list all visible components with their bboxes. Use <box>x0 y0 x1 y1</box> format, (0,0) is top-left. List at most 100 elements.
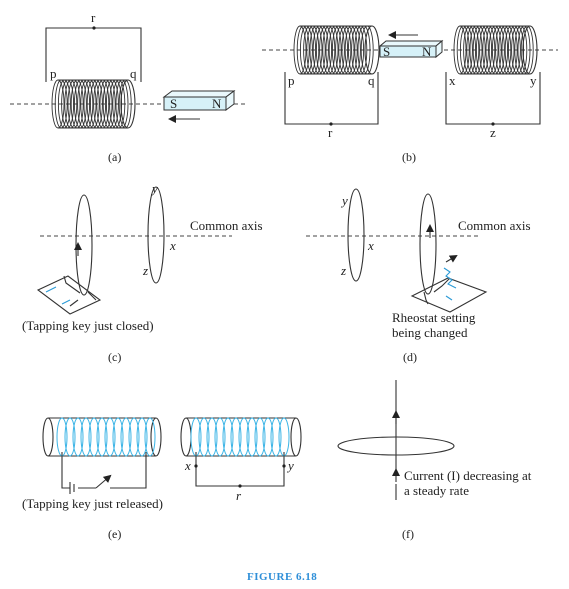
coil-winding <box>86 79 100 129</box>
coil-winding <box>331 25 345 75</box>
panel-d-loop-2 <box>419 193 437 295</box>
panel-d-note-line1: Rheostat setting <box>392 310 476 325</box>
panel-f-note-line1: Current (I) decreasing at <box>404 468 532 483</box>
panel-b-left-circuit <box>284 72 379 125</box>
panel-d-axis-label: Common axis <box>458 218 531 233</box>
panel-e-right-circuit <box>195 452 285 487</box>
coil-winding <box>72 417 84 457</box>
panel-a-circuit-wire <box>45 27 142 82</box>
coil-winding <box>118 79 132 129</box>
coil-winding <box>488 25 502 75</box>
panel-e-right-cylinder <box>180 417 302 457</box>
panel-d-loop-1 <box>347 188 365 282</box>
coil-winding <box>357 25 371 75</box>
coil-winding <box>322 25 336 75</box>
coil-winding <box>67 79 81 129</box>
coil-winding <box>96 79 110 129</box>
panel-b-label-r: r <box>328 125 333 140</box>
panel-b-label-x: x <box>449 73 456 88</box>
coil-winding <box>293 25 307 75</box>
panel-d: y x z Common axis Rheostat setting being… <box>306 188 531 364</box>
panel-b-right-circuit <box>445 72 541 125</box>
panel-a-coil <box>51 79 136 129</box>
panel-d-label-x: x <box>367 238 374 253</box>
coil-winding <box>504 25 518 75</box>
coil-winding <box>338 25 352 75</box>
panel-e-note: (Tapping key just released) <box>22 496 163 511</box>
panel-a-label-q: q <box>130 66 137 81</box>
coil-winding <box>296 25 310 75</box>
coil-winding <box>64 417 76 457</box>
coil-winding <box>479 25 493 75</box>
coil-winding <box>501 25 515 75</box>
coil-winding <box>344 25 358 75</box>
panel-a-magnet-s-label: S <box>170 96 177 111</box>
figure-title: FIGURE 6.18 <box>247 571 317 583</box>
coil-winding <box>73 79 87 129</box>
panel-e-label-y: y <box>286 458 294 473</box>
coil-winding <box>64 79 78 129</box>
coil-winding <box>57 79 71 129</box>
panel-d-rheostat <box>410 254 488 313</box>
coil-winding <box>498 25 512 75</box>
panel-b-label-q: q <box>368 73 375 88</box>
panel-c: y x z Common axis (Tapping key just clos… <box>22 181 263 364</box>
coil-winding <box>459 25 473 75</box>
coil-winding <box>472 25 486 75</box>
panel-d-caption: (d) <box>403 350 417 364</box>
coil-winding <box>105 79 119 129</box>
panel-a: S N r p q (a) <box>10 10 248 164</box>
coil-winding <box>144 417 156 457</box>
panel-b-label-p: p <box>288 73 295 88</box>
coil-winding <box>482 25 496 75</box>
panel-b-magnet-n-label: N <box>422 44 432 59</box>
coil-winding <box>485 25 499 75</box>
panel-b: S N p q r x y z (b) <box>262 25 558 164</box>
coil-winding <box>463 25 477 75</box>
coil-winding <box>214 417 226 457</box>
coil-winding <box>61 79 75 129</box>
panel-a-caption: (a) <box>108 150 121 164</box>
coil-winding <box>112 79 126 129</box>
coil-winding <box>128 417 140 457</box>
panel-b-magnet: S N <box>378 39 444 59</box>
panel-b-label-z: z <box>490 125 496 140</box>
coil-winding <box>120 417 132 457</box>
panel-a-magnet-n-label: N <box>212 96 222 111</box>
panel-e-label-r: r <box>236 488 242 503</box>
coil-winding <box>246 417 258 457</box>
coil-winding <box>77 79 91 129</box>
panel-c-caption: (c) <box>108 350 121 364</box>
coil-winding <box>115 79 129 129</box>
coil-winding <box>309 25 323 75</box>
panel-f: Current (I) decreasing at a steady rate … <box>337 380 532 541</box>
panel-a-label-r: r <box>91 10 96 25</box>
coil-winding <box>466 25 480 75</box>
panel-e-label-x: x <box>184 458 191 473</box>
coil-winding <box>88 417 100 457</box>
coil-winding <box>70 79 84 129</box>
coil-winding <box>475 25 489 75</box>
coil-winding <box>351 25 365 75</box>
coil-winding <box>335 25 349 75</box>
coil-winding <box>511 25 525 75</box>
coil-winding <box>328 25 342 75</box>
panel-c-loop-2 <box>147 186 165 284</box>
coil-winding <box>325 25 339 75</box>
coil-winding <box>360 25 374 75</box>
panel-c-tapping-key <box>36 275 102 315</box>
coil-winding <box>222 417 234 457</box>
panel-f-note-line2: a steady rate <box>404 483 469 498</box>
panel-b-left-coil <box>293 25 380 75</box>
panel-b-caption: (b) <box>402 150 416 164</box>
coil-winding <box>341 25 355 75</box>
panel-c-note: (Tapping key just closed) <box>22 318 154 333</box>
coil-winding <box>99 79 113 129</box>
coil-winding <box>104 417 116 457</box>
panel-b-magnet-s-label: S <box>383 44 390 59</box>
panel-f-caption: (f) <box>402 527 414 541</box>
coil-winding <box>520 25 534 75</box>
panel-e-left-cylinder <box>42 417 162 457</box>
panel-e-left-circuit <box>61 452 147 489</box>
coil-winding <box>514 25 528 75</box>
